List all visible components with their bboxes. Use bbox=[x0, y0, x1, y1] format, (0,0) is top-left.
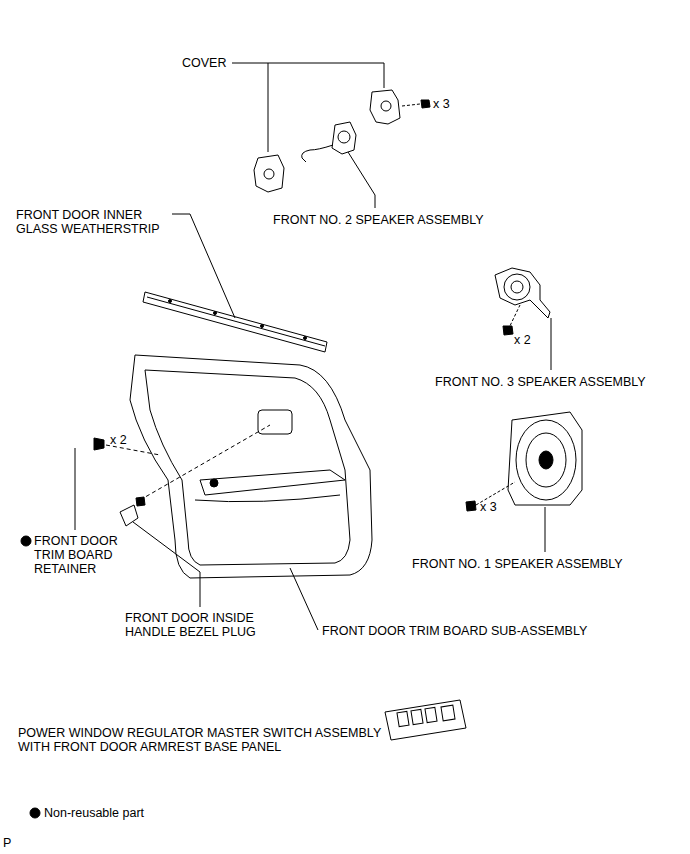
figure-code: P bbox=[3, 836, 11, 850]
speaker-part bbox=[495, 268, 550, 318]
part-name: POWER WINDOW REGULATOR MASTER SWITCH ASS… bbox=[18, 726, 390, 754]
leader-line bbox=[268, 63, 269, 152]
speaker-part bbox=[539, 451, 553, 469]
handle-recess bbox=[258, 410, 292, 434]
armrest-part bbox=[200, 470, 345, 495]
speaker-part bbox=[504, 274, 530, 300]
legend-mark bbox=[30, 808, 40, 818]
part-name: COVER bbox=[182, 56, 226, 70]
speaker-part bbox=[516, 420, 576, 500]
trim-board-part bbox=[145, 370, 350, 565]
switch-panel-part bbox=[385, 700, 466, 740]
legend-text: Non-reusable part bbox=[44, 806, 144, 820]
speaker-part bbox=[508, 412, 582, 505]
screw-symbol bbox=[421, 100, 430, 108]
non-reusable-mark bbox=[21, 536, 31, 546]
part-name: FRONT NO. 2 SPEAKER ASSEMBLY bbox=[273, 213, 484, 227]
retainer-symbol bbox=[94, 438, 104, 450]
leader-line bbox=[545, 507, 546, 552]
leader-line bbox=[75, 448, 76, 530]
cover-part bbox=[370, 90, 400, 124]
part-name: FRONT DOOR TRIM BOARD RETAINER bbox=[34, 534, 129, 576]
speaker-part bbox=[332, 122, 356, 154]
part-name: FRONT DOOR INNER GLASS WEATHERSTRIP bbox=[16, 208, 166, 236]
cover-part bbox=[254, 155, 284, 192]
quantity-label: x 2 bbox=[110, 433, 127, 447]
part-name: FRONT DOOR TRIM BOARD SUB-ASSEMBLY bbox=[322, 624, 587, 638]
quantity-label: x 3 bbox=[433, 97, 450, 111]
leader-line bbox=[133, 522, 200, 607]
trim-board-part bbox=[130, 355, 372, 578]
part-name: FRONT NO. 3 SPEAKER ASSEMBLY bbox=[435, 375, 646, 389]
leader-line bbox=[290, 568, 318, 630]
trim-board-part bbox=[195, 495, 340, 502]
wire-symbol bbox=[302, 145, 333, 162]
weatherstrip-part bbox=[143, 292, 327, 352]
part-name: FRONT DOOR INSIDE HANDLE BEZEL PLUG bbox=[125, 611, 280, 639]
screw-symbol bbox=[503, 326, 513, 335]
dash-line bbox=[402, 104, 420, 106]
bezel-plug-part bbox=[120, 505, 138, 526]
screw-symbol bbox=[466, 501, 476, 511]
speaker-part bbox=[526, 433, 566, 487]
leader-line bbox=[551, 318, 552, 370]
weatherstrip-part bbox=[147, 297, 325, 346]
speaker-part bbox=[511, 281, 523, 293]
speaker-part bbox=[338, 131, 350, 143]
part-name: FRONT NO. 1 SPEAKER ASSEMBLY bbox=[412, 557, 623, 571]
leader-line bbox=[348, 152, 375, 208]
cover-part bbox=[381, 101, 391, 111]
screw-symbol bbox=[136, 497, 145, 506]
quantity-label: x 3 bbox=[480, 500, 497, 514]
quantity-label: x 2 bbox=[514, 333, 531, 347]
leader-line bbox=[232, 63, 384, 88]
cover-part bbox=[264, 169, 274, 179]
